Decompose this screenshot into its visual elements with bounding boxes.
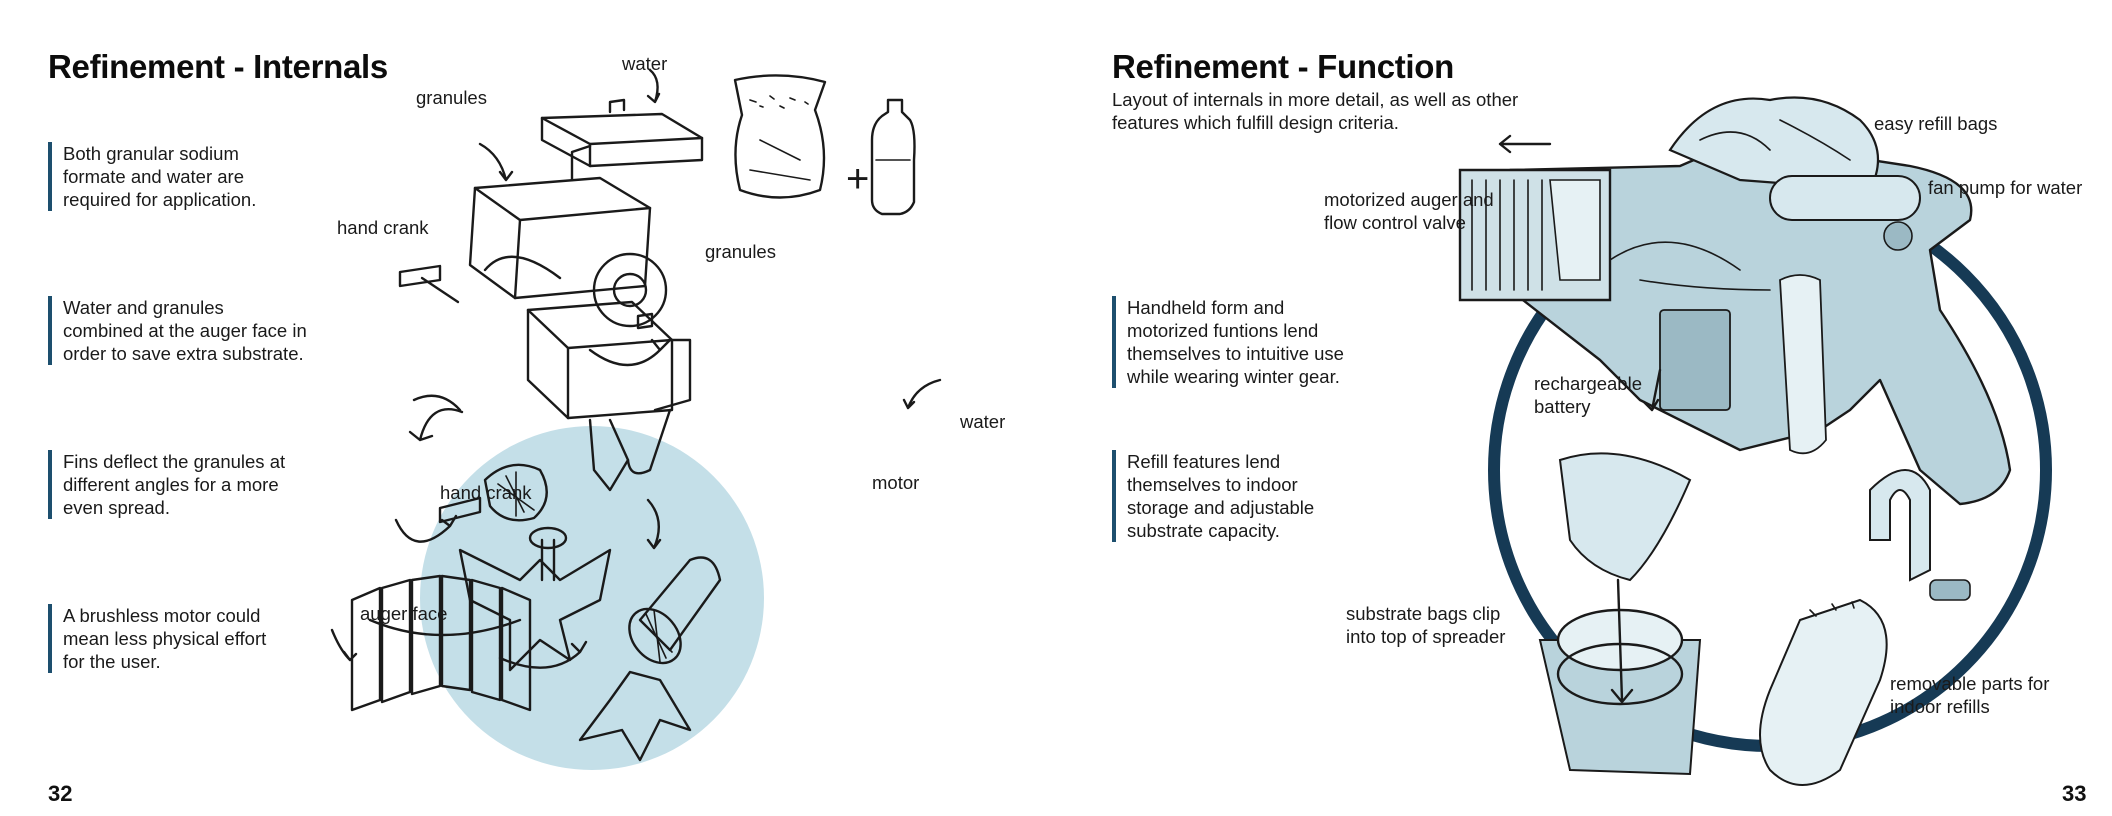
motor-highlight-circle <box>420 426 764 770</box>
left-text-block-3: Fins deflect the granules at different a… <box>48 450 285 519</box>
right-text-block-2: Refill features lend themselves to indoo… <box>1112 450 1314 542</box>
hopper-sketch <box>526 300 692 492</box>
removable-parts <box>1759 469 1971 786</box>
label-hand-crank-mid: hand crank <box>440 482 532 503</box>
right-page-number: 33 <box>2062 781 2087 806</box>
label-auger-face: auger face <box>360 603 448 624</box>
cart-body-sketch <box>398 144 672 367</box>
left-text-block-2: Water and granules combined at the auger… <box>48 296 307 365</box>
left-page-title: Refinement - Internals <box>48 48 388 85</box>
cart-lid-sketch <box>540 98 704 168</box>
label-granules-top: granules <box>416 87 487 108</box>
label-hand-crank-top: hand crank <box>337 217 429 238</box>
right-text-block-1: Handheld form and motorized funtions len… <box>1112 296 1344 388</box>
left-text-block-1: Both granular sodium formate and water a… <box>48 142 256 211</box>
auger-fins-sketch <box>438 463 612 672</box>
handheld-spreader-sketch <box>1458 96 2052 786</box>
label-fan-pump: fan pump for water <box>1928 177 2083 198</box>
label-granules-mid: granules <box>705 241 776 262</box>
label-water-top: water <box>622 53 668 74</box>
label-bag-clip: substrate bags clip into top of spreader <box>1346 603 1506 647</box>
left-text-block-4: A brushless motor could mean less physic… <box>48 604 266 673</box>
right-page-title: Refinement - Function <box>1112 48 1455 85</box>
label-removable-parts: removable parts for indoor refills <box>1890 673 2050 717</box>
water-bottle-sketch <box>870 98 916 216</box>
right-page-subtitle: Layout of internals in more detail, as w… <box>1112 89 1519 133</box>
substrate-bag-clip <box>1538 452 1702 776</box>
spreader-device <box>1458 96 2012 506</box>
auger-face-sketch <box>330 574 532 712</box>
label-auger-valve: motorized auger and flow control valve <box>1324 189 1494 233</box>
left-page-number: 32 <box>48 781 73 806</box>
motor-sketch <box>578 498 722 762</box>
label-water-mid: water <box>960 411 1006 432</box>
label-easy-refill-bags: easy refill bags <box>1874 113 1998 134</box>
internals-exploded-sketch: + <box>330 68 942 770</box>
label-motor: motor <box>872 472 920 493</box>
granule-bag-sketch <box>733 74 827 199</box>
plus-sign: + <box>846 157 869 201</box>
label-battery: rechargeable battery <box>1534 373 1642 417</box>
